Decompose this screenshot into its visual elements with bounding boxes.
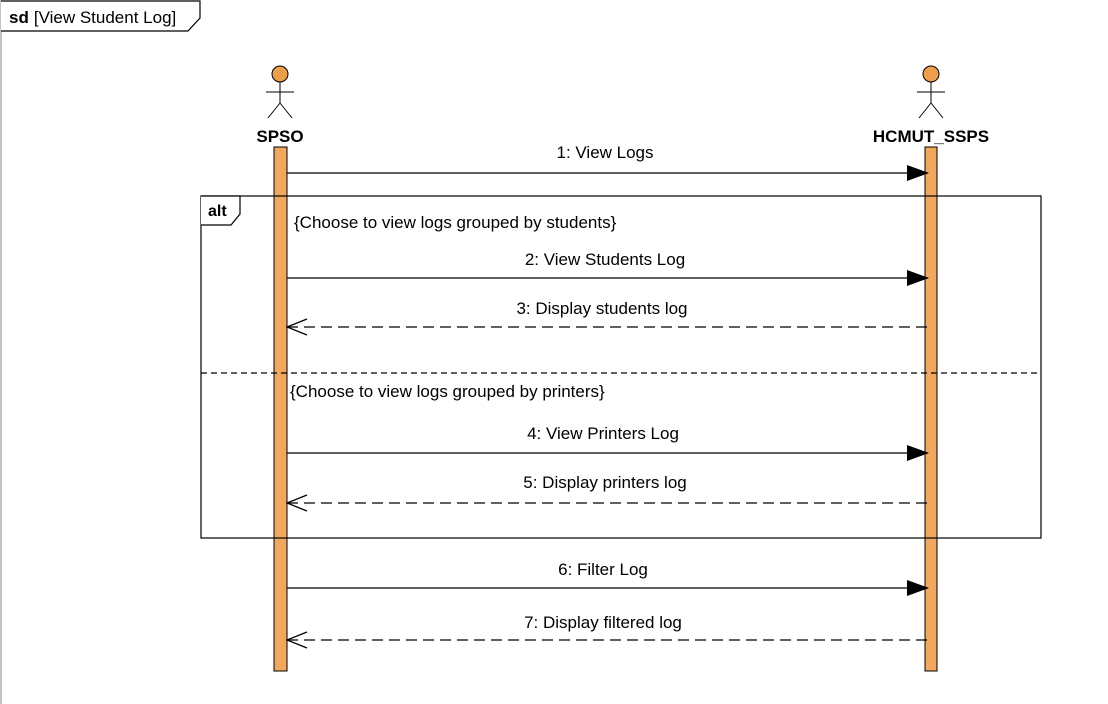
actor-hcmut-ssps[interactable]: HCMUT_SSPS: [873, 65, 989, 146]
sd-frame-tab: [1, 0, 201, 32]
message-1[interactable]: 1: View Logs: [287, 143, 929, 181]
lifeline-hcmut-ssps-activation[interactable]: [924, 146, 938, 672]
alt-fragment: alt {Choose to view logs grouped by stud…: [200, 195, 1042, 539]
message-7[interactable]: 7: Display filtered log: [287, 613, 927, 640]
actor-spso-head: [271, 65, 289, 83]
message-1-label: 1: View Logs: [556, 143, 653, 162]
actor-spso-name: SPSO: [256, 127, 303, 146]
actor-hcmut-ssps-head: [922, 65, 940, 83]
actor-spso-left-leg: [267, 102, 281, 119]
message-6[interactable]: 6: Filter Log: [287, 560, 929, 596]
alt-guard-students: {Choose to view logs grouped by students…: [294, 213, 617, 232]
sd-frame-label: sd[View Student Log]: [9, 8, 176, 27]
alt-fragment-tab: [201, 195, 241, 226]
sd-frame: sd[View Student Log]: [0, 0, 201, 704]
message-7-label: 7: Display filtered log: [524, 613, 682, 632]
actor-spso-right-leg: [279, 102, 293, 119]
message-2[interactable]: 2: View Students Log: [287, 250, 929, 286]
message-5[interactable]: 5: Display printers log: [287, 473, 927, 503]
actor-spso[interactable]: SPSO: [256, 65, 304, 146]
alt-fragment-border: [200, 195, 1042, 539]
message-2-label: 2: View Students Log: [525, 250, 685, 269]
actor-hcmut-ssps-left-leg: [918, 102, 932, 119]
lifeline-spso-activation[interactable]: [273, 146, 288, 672]
message-6-label: 6: Filter Log: [558, 560, 648, 579]
alt-operator-label: alt: [208, 203, 227, 220]
alt-guard-printers: {Choose to view logs grouped by printers…: [290, 382, 605, 401]
message-4[interactable]: 4: View Printers Log: [287, 424, 929, 461]
message-3-label: 3: Display students log: [516, 299, 687, 318]
message-5-label: 5: Display printers log: [523, 473, 686, 492]
actor-hcmut-ssps-right-leg: [930, 102, 944, 119]
actor-hcmut-ssps-name: HCMUT_SSPS: [873, 127, 989, 146]
message-3[interactable]: 3: Display students log: [287, 299, 927, 327]
message-4-label: 4: View Printers Log: [527, 424, 679, 443]
